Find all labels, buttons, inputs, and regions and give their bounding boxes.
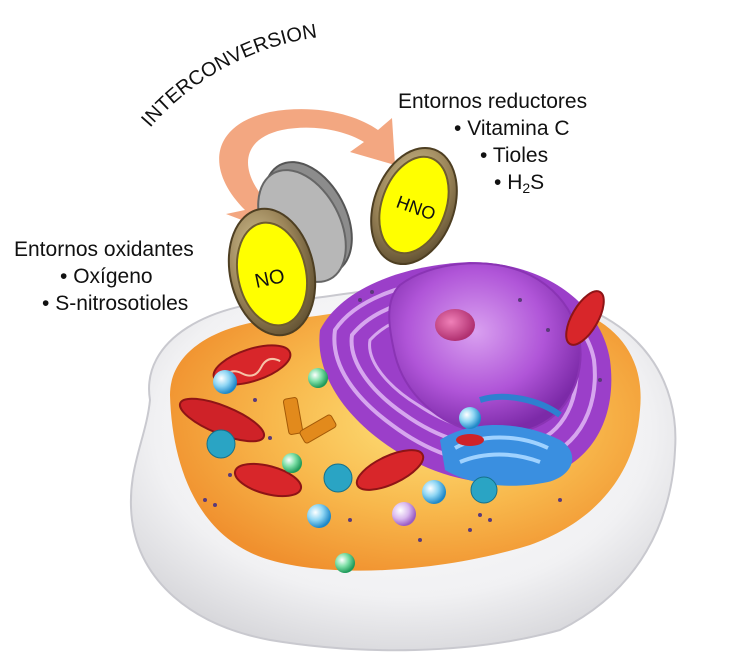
reducing-item-thiols-label: Tioles xyxy=(492,144,549,167)
no-coin xyxy=(227,161,353,337)
centrioles xyxy=(282,397,337,444)
oxidizing-item-s-nitrosothiols-label: S-nitrosotioles xyxy=(55,292,189,315)
oxidizing-item-s-nitrosothiols: • S-nitrosotioles xyxy=(14,290,194,317)
vesicles xyxy=(206,368,498,573)
oxidizing-environments: Entornos oxidantes • Oxígeno • S-nitroso… xyxy=(14,236,194,317)
h2s-prefix: H xyxy=(507,171,523,194)
bullet: • xyxy=(60,265,68,288)
oxidizing-item-oxygen-label: Oxígeno xyxy=(73,265,153,288)
bullet: • xyxy=(42,292,50,315)
oxidizing-item-oxygen: • Oxígeno xyxy=(14,263,194,290)
h2s-subscript: 2 xyxy=(522,180,531,196)
bullet: • xyxy=(494,171,502,194)
h2s-suffix: S xyxy=(530,171,545,194)
reducing-item-vitamin-c-label: Vitamina C xyxy=(467,117,570,140)
hno-coin xyxy=(370,146,458,266)
ribosomes xyxy=(203,290,602,542)
bullet: • xyxy=(454,117,462,140)
mitochondria xyxy=(178,290,605,498)
reducing-item-vitamin-c: • Vitamina C xyxy=(398,115,587,142)
reducing-heading: Entornos reductores xyxy=(398,90,588,113)
bullet: • xyxy=(480,144,488,167)
oxidizing-heading: Entornos oxidantes xyxy=(14,238,194,261)
reducing-environments: Entornos reductores • Vitamina C • Tiole… xyxy=(398,88,587,202)
reducing-item-h2s: • H2S xyxy=(398,169,587,202)
nucleus xyxy=(388,262,582,436)
reducing-item-thiols: • Tioles xyxy=(398,142,587,169)
